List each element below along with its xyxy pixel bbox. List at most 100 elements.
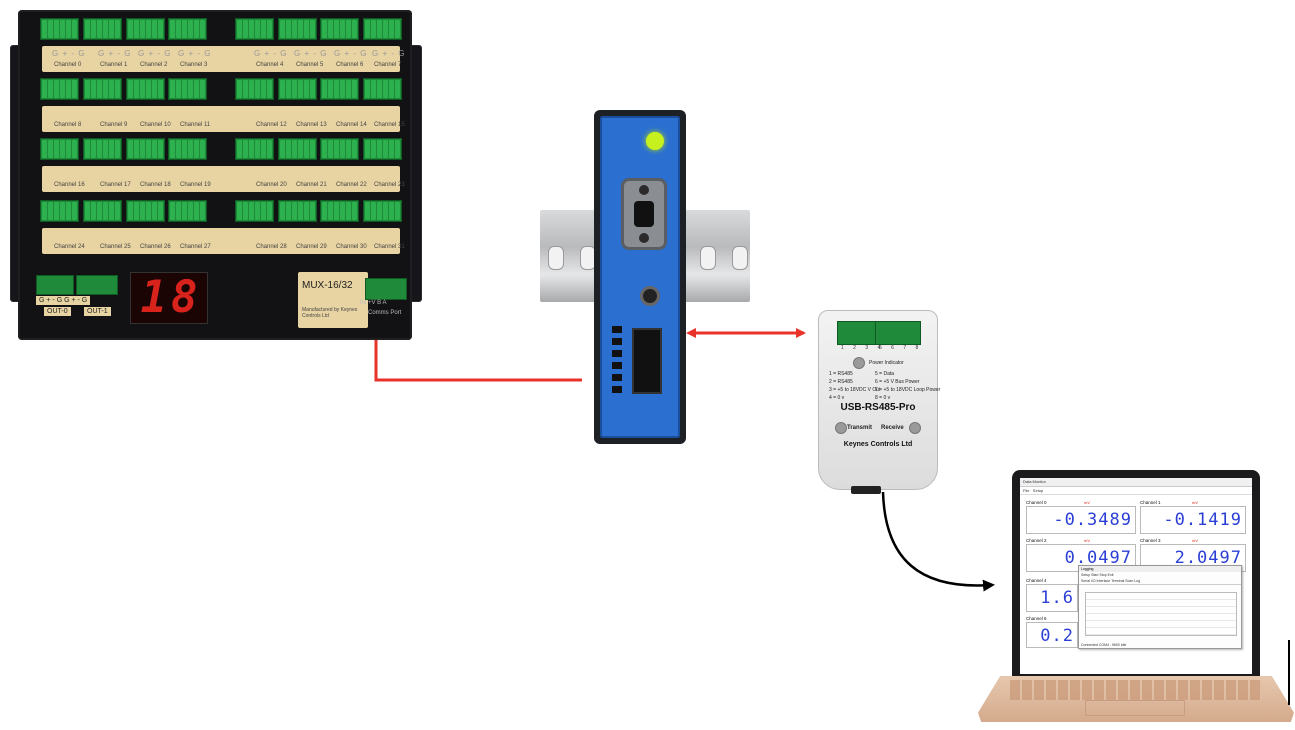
screw-icon (639, 233, 649, 243)
channel-label: Channel 4 (256, 62, 284, 68)
terminal-block (277, 138, 317, 160)
mux-terminal-row-2 (40, 78, 402, 100)
dialog-tabs[interactable]: Serial I/O Interface Terminal Scan Log (1079, 578, 1241, 585)
vent-slot (612, 362, 622, 369)
channel-readout: 0.2 (1026, 622, 1078, 648)
channel-label: Channel 22 (336, 182, 367, 188)
pin-legend: G + - G (178, 49, 212, 58)
pin-legend: G + - G (334, 49, 368, 58)
pin-legend-item: 2 = RS485 (829, 379, 853, 385)
terminal-block (40, 200, 79, 222)
comms-port-pins: 0v +V B A (360, 300, 387, 306)
pin-legend: G + - G (254, 49, 288, 58)
channel-label: Channel 4 (1026, 578, 1047, 583)
terminal-block (82, 200, 122, 222)
db9-connector (621, 178, 667, 250)
menu-setup[interactable]: Setup (1032, 488, 1044, 493)
pin-legend: G + - G (138, 49, 172, 58)
log-table (1085, 592, 1237, 636)
channel-label: Channel 18 (140, 182, 171, 188)
channel-label: Channel 23 (374, 182, 405, 188)
pin-legend-item: 3 = +5 to 18VDC V Out (829, 387, 881, 393)
channel-label: Channel 28 (256, 244, 287, 250)
db9-pins (634, 201, 654, 227)
channel-label: Channel 21 (296, 182, 327, 188)
mux-label-strip-1: G + - G G + - G G + - G G + - G G + - G … (42, 46, 404, 72)
channel-label: Channel 20 (256, 182, 287, 188)
terminal-block (363, 78, 402, 100)
channel-label: Channel 6 (1026, 616, 1047, 621)
channel-label: Channel 31 (374, 244, 405, 250)
comms-port-label: Comms Port (368, 310, 402, 316)
channel-readout: -0.3489 (1026, 506, 1136, 534)
terminal-block (277, 78, 317, 100)
terminal-block (82, 78, 122, 100)
terminal-block (234, 200, 274, 222)
terminal-block (168, 200, 208, 222)
channel-label: Channel 5 (296, 62, 324, 68)
terminal-block (125, 200, 165, 222)
channel-label: Channel 14 (336, 122, 367, 128)
channel-label: Channel 0 (1026, 500, 1047, 505)
display-digit: 8 (171, 272, 198, 323)
dialog-menu[interactable]: Setup Start Stop Exit (1081, 573, 1114, 577)
dialog-status: Connected COM4 : 9600 Idle (1081, 643, 1127, 647)
channel-label: Channel 24 (54, 244, 85, 250)
usb-terminal-right (875, 321, 921, 345)
channel-label: Channel 27 (180, 244, 211, 250)
terminal-block (40, 78, 79, 100)
terminal-block (125, 138, 165, 160)
usb-pin-numbers-left: 1 2 3 4 (841, 345, 885, 351)
terminal-block (40, 138, 79, 160)
mux-label-strip-4: Channel 24 Channel 25 Channel 26 Channel… (42, 228, 405, 254)
output-terminal-0 (36, 275, 74, 295)
channel-label: Channel 3 (180, 62, 208, 68)
mux-terminal-row-4 (40, 200, 402, 222)
usb-adapter-title: USB-RS485-Pro (840, 402, 916, 413)
channel-label: Channel 9 (100, 122, 128, 128)
mux-label-strip-3: Channel 16 Channel 17 Channel 18 Channel… (42, 166, 405, 192)
channel-label: Channel 1 (100, 62, 128, 68)
rail-slot (700, 246, 716, 270)
mux-model-plate: MUX-16/32 Manufactured by Keynes Control… (298, 272, 368, 328)
pin-legend-item: 4 = 0 v (829, 395, 845, 401)
channel-label: Channel 15 (374, 122, 405, 128)
app-menubar: File Setup (1020, 487, 1252, 495)
mux-unit: G + - G G + - G G + - G G + - G G + - G … (10, 10, 422, 340)
channel-label: Channel 8 (54, 122, 82, 128)
channel-readout: -0.1419 (1140, 506, 1246, 534)
laptop-keyboard (1010, 680, 1262, 700)
usb-pin-numbers-right: 5 6 7 8 (879, 345, 923, 351)
rj-port (632, 328, 662, 394)
power-led-icon (646, 132, 664, 150)
menu-file[interactable]: File (1023, 488, 1030, 493)
transmit-led-icon (835, 422, 847, 434)
terminal-block (82, 18, 122, 40)
channel-label: Channel 13 (296, 122, 327, 128)
pin-legend-item: 7 = +5 to 18VDC Loop Power (875, 387, 941, 393)
mux-model-name: MUX-16/32 (302, 280, 353, 291)
channel-unit: mV (1192, 500, 1198, 505)
screw-icon (639, 185, 649, 195)
channel-readout: 1.6 (1026, 584, 1078, 612)
pin-legend-item: 8 = 0 v (875, 395, 891, 401)
pin-legend: G + - G (98, 49, 132, 58)
usb-rs485-adapter: 1 2 3 4 5 6 7 8 Power Indicator 1 = RS48… (818, 310, 941, 490)
usb-to-laptop-arrow (881, 491, 995, 592)
mux-terminal-row-3 (40, 138, 402, 160)
pin-legend-item: 6 = +5 V Bus Power (875, 379, 920, 385)
channel-label: Channel 1 (1140, 500, 1161, 505)
power-jack (640, 286, 660, 306)
output-terminal-1 (76, 275, 118, 295)
mux-terminal-row-1 (40, 18, 402, 40)
terminal-block (168, 78, 208, 100)
channel-label: Channel 2 (1026, 538, 1047, 543)
terminal-block (234, 18, 274, 40)
rail-slot (732, 246, 748, 270)
vent-slot (612, 350, 622, 357)
dialog-title: Logging (1079, 566, 1241, 572)
terminal-block (320, 200, 360, 222)
channel-label: Channel 12 (256, 122, 287, 128)
transmit-label: Transmit (847, 425, 873, 431)
pin-legend-item: 5 = Data (875, 371, 895, 377)
